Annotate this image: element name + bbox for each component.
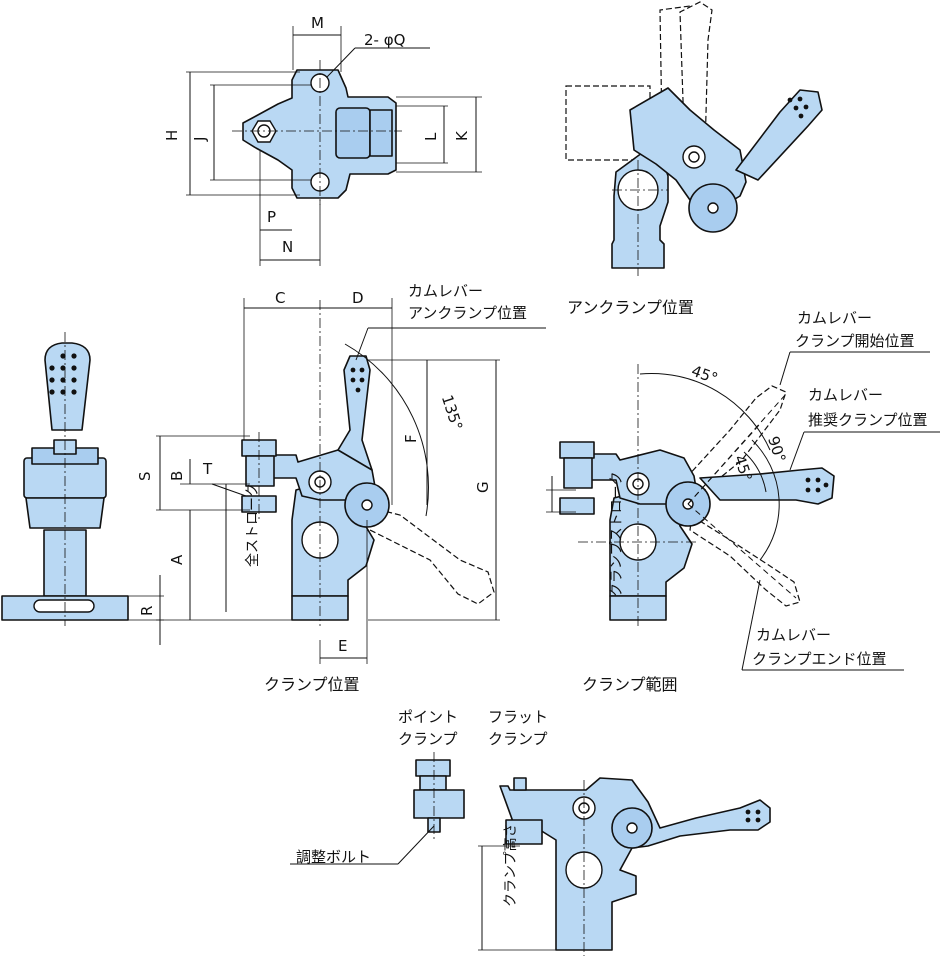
front-view: R xyxy=(1,332,164,645)
cam-lever-start-label-2: クランプ開始位置 xyxy=(795,332,915,350)
dim-g-label: G xyxy=(474,481,492,493)
cam-lever-rec-label-1: カムレバー xyxy=(808,386,883,404)
dim-n-label: N xyxy=(282,238,293,256)
clamp-range-view: 45° 90° 45° クランプストローク カムレバー クランプ開始位置 カムレ… xyxy=(546,309,940,694)
dim-b-label: B xyxy=(168,471,186,481)
clamp-types-view: ポイント クランプ フラット クランプ 調整ボルト クランプ高さ xyxy=(290,708,771,956)
full-stroke-label: 全ストローク xyxy=(244,483,261,567)
dim-f-label: F xyxy=(402,434,420,443)
unclamp-position-caption: アンクランプ位置 xyxy=(567,298,694,317)
dim-d-label: D xyxy=(352,289,364,307)
adjust-bolt-label: 調整ボルト xyxy=(296,848,371,866)
dim-r-label: R xyxy=(138,606,156,616)
angle-45-upper-label: 45° xyxy=(689,362,720,388)
dim-h-label: H xyxy=(163,130,181,141)
top-view: M 2- φQ H J L K P N xyxy=(163,14,482,266)
dim-j-label: J xyxy=(191,137,209,142)
cam-lever-unclamp-label-2: アンクランプ位置 xyxy=(408,304,527,322)
clamp-height-label: クランプ高さ xyxy=(502,823,519,907)
dim-l-label: L xyxy=(422,132,440,141)
dim-k-label: K xyxy=(453,130,471,141)
cam-lever-start-label-1: カムレバー xyxy=(797,309,872,327)
clamp-position-view: C D E F G S B T A 135° 全ストローク カムレバー アンクラ… xyxy=(136,282,546,694)
dim-a-label: A xyxy=(168,554,186,565)
point-clamp-label-2: クランプ xyxy=(398,730,458,748)
flat-clamp-label-2: クランプ xyxy=(488,730,548,748)
point-clamp-label-1: ポイント xyxy=(398,708,458,726)
flat-clamp-label-1: フラット xyxy=(488,708,548,726)
cam-lever-unclamp-label-1: カムレバー xyxy=(408,282,483,300)
dim-m-label: M xyxy=(311,14,324,32)
unclamp-view: アンクランプ位置 xyxy=(565,1,823,317)
dim-e-label: E xyxy=(338,637,347,655)
clamp-position-caption: クランプ位置 xyxy=(264,675,360,694)
cam-lever-end-label-1: カムレバー xyxy=(756,626,831,644)
clamp-range-caption: クランプ範囲 xyxy=(582,675,678,694)
cam-lever-end-label-2: クランプエンド位置 xyxy=(752,650,887,668)
dim-c-label: C xyxy=(275,289,285,307)
dim-t-label: T xyxy=(202,460,213,478)
clamp-stroke-label: クランプストローク xyxy=(609,471,625,597)
dim-s-label: S xyxy=(136,471,154,481)
dim-p-label: P xyxy=(267,208,276,226)
angle-135-label: 135° xyxy=(438,393,466,433)
dim-q-label: 2- φQ xyxy=(364,31,405,49)
cam-lever-rec-label-2: 推奨クランプ位置 xyxy=(808,411,928,429)
